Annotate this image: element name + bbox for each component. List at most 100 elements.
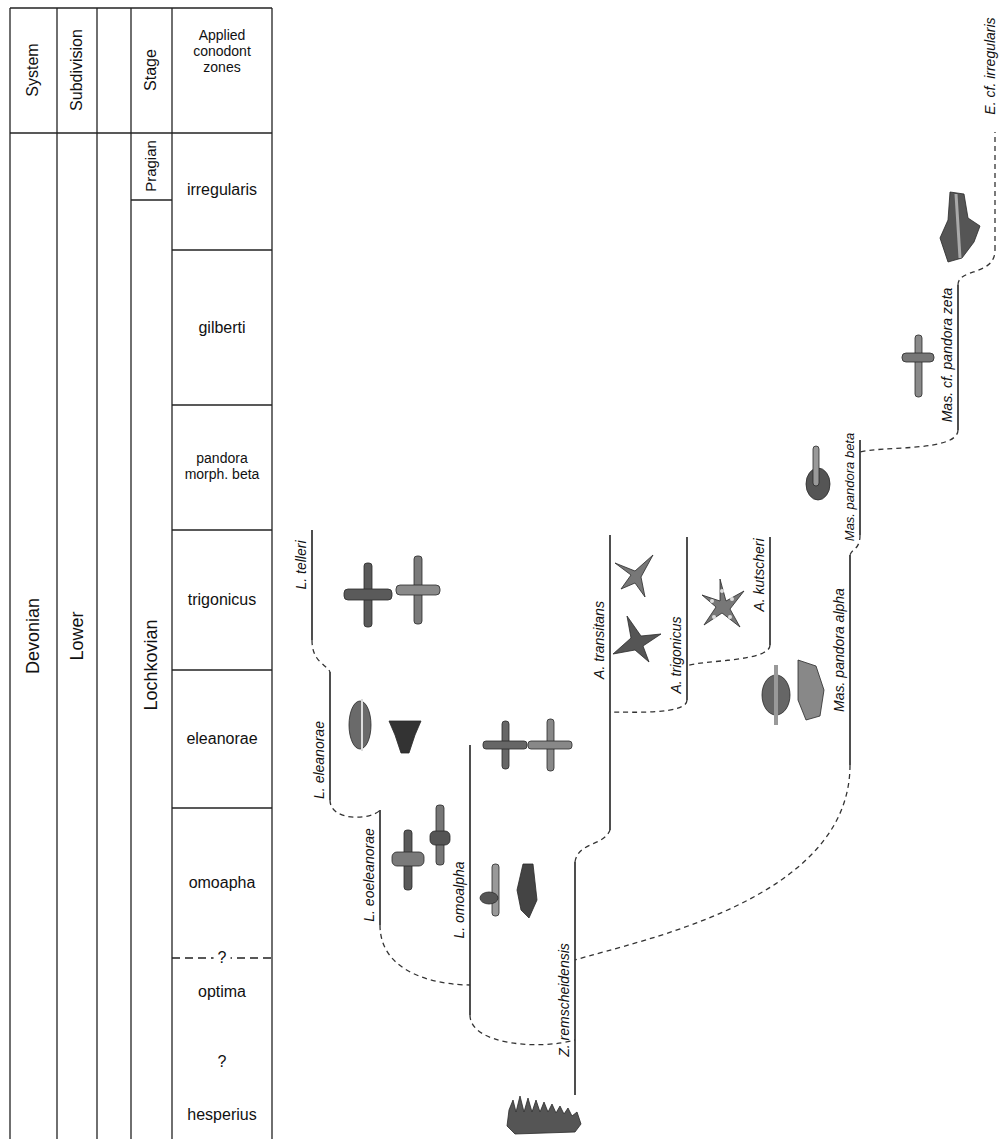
element-platform	[702, 579, 744, 627]
element-ridge	[774, 665, 778, 725]
column-header: Applied conodont zones	[174, 27, 270, 75]
zone-name-holder: irregularis	[187, 181, 257, 199]
conodont-element	[507, 1096, 581, 1134]
taxon-name: L. eleanorae	[311, 721, 327, 799]
taxon-name-holder: L. eoeleanorae	[360, 828, 378, 921]
element-platform	[483, 741, 527, 749]
element-node	[720, 589, 724, 593]
element-blade	[507, 1096, 581, 1134]
taxon-name: A. transitans	[591, 601, 607, 679]
conodont-element	[615, 555, 653, 597]
zone-name-holder: eleanorae	[186, 730, 257, 748]
table-rule	[130, 8, 131, 1139]
conodont-element	[389, 721, 421, 753]
taxon-name: A. trigonicus	[668, 616, 684, 693]
uncertainty-mark-holder: ?	[214, 949, 231, 967]
taxon-name: L. eoeleanorae	[361, 828, 377, 921]
element-platform	[392, 852, 424, 866]
conodont-elements	[344, 192, 980, 1134]
column-header-holder: System	[24, 43, 42, 96]
element-platform	[349, 701, 371, 749]
zone-name-holder: trigonicus	[188, 591, 256, 609]
stage-name: Pragian	[142, 140, 159, 192]
stratigraphic-table	[10, 8, 272, 1139]
table-rule	[96, 8, 97, 1139]
conodont-element	[396, 556, 440, 624]
conodont-element	[613, 616, 661, 662]
table-rule	[10, 132, 272, 133]
range-line	[686, 537, 688, 700]
taxon-name: Mas. pandora alpha	[831, 588, 847, 712]
element-platform	[798, 660, 824, 720]
range-line	[379, 810, 381, 925]
element-platform	[528, 741, 572, 749]
zone-name: eleanorae	[186, 730, 257, 748]
ancestry-link	[575, 830, 610, 862]
table-rule	[271, 8, 272, 1139]
range-line	[609, 535, 611, 830]
ancestry-links	[312, 132, 995, 1045]
zone-name-holder: gilberti	[198, 319, 245, 337]
taxon-name-holder: Mas. pandora alpha	[830, 588, 848, 712]
ancestry-link	[610, 700, 687, 712]
taxon-name-holder: A. transitans	[590, 601, 608, 679]
stage-name-holder: Lochkovian	[141, 619, 162, 710]
stage-name: Lochkovian	[141, 619, 162, 710]
element-platform	[430, 831, 450, 845]
uncertainty-mark-holder: ?	[218, 1053, 227, 1071]
conodont-element	[517, 864, 537, 918]
column-header: Subdivision	[68, 29, 86, 111]
range-line	[859, 440, 861, 535]
table-rule	[10, 7, 272, 8]
column-header-holder: Stage	[142, 49, 160, 91]
conodont-element	[806, 446, 830, 500]
conodont-element	[528, 719, 572, 771]
taxon-name-holder: Mas. pandora beta	[840, 433, 858, 541]
zone-name: irregularis	[187, 181, 257, 199]
subdivision-name: Lower	[67, 611, 88, 660]
range-line	[957, 285, 959, 430]
element-blade	[492, 864, 499, 916]
column-header-holder: Subdivision	[68, 29, 86, 111]
element-ridge	[956, 194, 960, 258]
taxon-name: Mas. cf. pandora zeta	[939, 288, 955, 423]
table-rule	[172, 807, 272, 808]
element-node	[710, 599, 714, 603]
conodont-element	[940, 192, 980, 262]
zone-name: optima	[198, 983, 246, 1001]
element-platform	[940, 192, 980, 262]
conodont-element	[762, 665, 790, 725]
conodont-element	[349, 699, 371, 751]
conodont-element	[392, 830, 424, 890]
ancestry-link	[312, 640, 330, 672]
taxon-name-holder: L. omoalpha	[450, 861, 468, 938]
element-platform	[517, 864, 537, 918]
taxon-name-holder: L. eleanorae	[310, 721, 328, 799]
element-node	[712, 615, 716, 619]
taxon-name: L. telleri	[293, 540, 309, 589]
taxon-name-holder: E. cf. irregularis	[981, 17, 999, 114]
conodont-element	[798, 660, 824, 720]
ancestry-link	[687, 645, 770, 666]
conodont-element	[902, 335, 934, 397]
taxon-name-holder: A. trigonicus	[667, 616, 685, 693]
subdivision-name-holder: Lower	[67, 611, 88, 660]
taxon-name-holder: Mas. cf. pandora zeta	[938, 288, 956, 423]
taxon-name-holder: A. kutscheri	[750, 538, 768, 611]
zone-name: gilberti	[198, 319, 245, 337]
element-blade	[915, 335, 922, 397]
table-rule	[172, 404, 272, 405]
range-lines	[312, 285, 958, 1095]
column-header-holder: Applied conodont zones	[174, 27, 270, 77]
system-name: Devonian	[23, 598, 44, 674]
taxon-name: E. cf. irregularis	[982, 17, 998, 114]
element-node	[730, 597, 734, 601]
element-platform	[480, 892, 498, 904]
ancestry-link	[330, 800, 380, 817]
zone-name-holder: hesperius	[187, 1106, 256, 1124]
taxon-name: A. kutscheri	[751, 538, 767, 611]
conodont-element	[344, 563, 392, 627]
element-platform	[344, 589, 392, 600]
ancestry-link	[575, 765, 850, 960]
